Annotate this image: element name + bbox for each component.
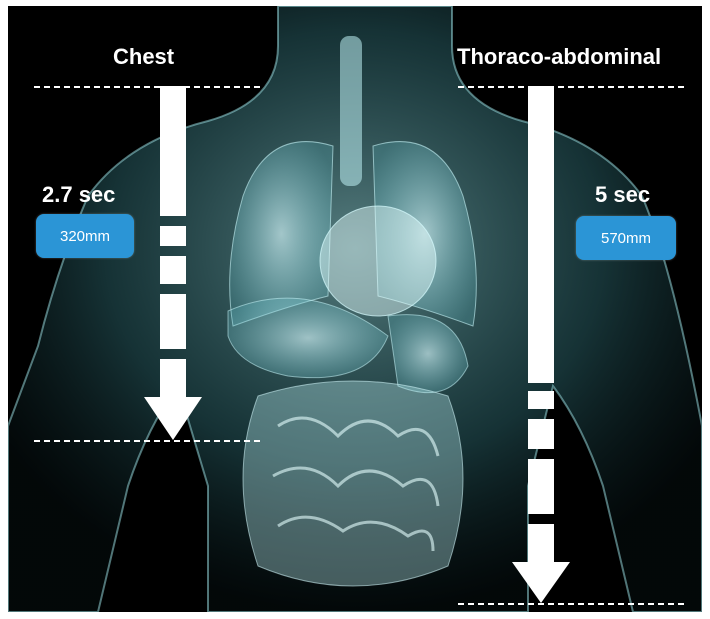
chest-arrow xyxy=(144,86,202,440)
thoraco-abdominal-arrow xyxy=(512,86,570,603)
chest-title: Chest xyxy=(113,44,174,70)
chest-length-badge: 320mm xyxy=(36,214,134,258)
thoraco-abdominal-scan-time: 5 sec xyxy=(595,182,650,208)
body-scan-diagram: Chest 2.7 sec 320mm Thoraco-abdominal 5 … xyxy=(8,6,702,612)
thoraco-abdominal-length-badge: 570mm xyxy=(576,216,676,260)
scan-direction-arrows xyxy=(8,6,702,612)
chest-scan-time: 2.7 sec xyxy=(42,182,115,208)
thoraco-abdominal-title: Thoraco-abdominal xyxy=(457,44,661,70)
